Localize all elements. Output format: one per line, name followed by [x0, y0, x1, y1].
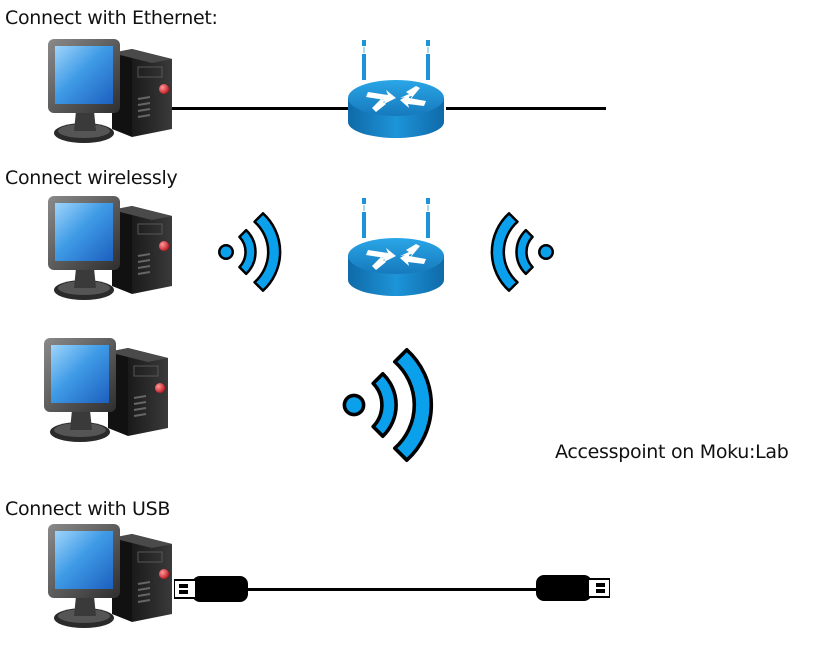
wifi-signal-icon	[342, 347, 434, 463]
usb-plug-icon	[174, 575, 249, 603]
ethernet-cable-pc-router	[172, 107, 350, 110]
moku-lab-device-icon	[598, 78, 758, 148]
ethernet-cable-router-moku	[446, 107, 606, 110]
usb-cable	[240, 588, 540, 591]
router-icon	[348, 198, 444, 296]
computer-icon	[47, 523, 173, 629]
section-label-usb: Connect with USB	[5, 498, 171, 520]
section-label-wireless: Connect wirelessly	[5, 167, 178, 189]
moku-lab-device-icon	[600, 548, 760, 618]
moku-lab-device-icon	[598, 235, 758, 305]
computer-icon	[43, 337, 169, 443]
computer-icon	[47, 38, 173, 144]
computer-icon	[47, 195, 173, 301]
section-label-ethernet: Connect with Ethernet:	[5, 7, 218, 29]
wifi-signal-icon	[490, 212, 554, 292]
accesspoint-caption: Accesspoint on Moku:Lab	[555, 441, 789, 463]
moku-lab-device-icon	[600, 375, 760, 445]
wifi-signal-icon	[218, 212, 282, 292]
router-icon	[348, 40, 444, 138]
usb-plug-icon	[535, 574, 610, 602]
